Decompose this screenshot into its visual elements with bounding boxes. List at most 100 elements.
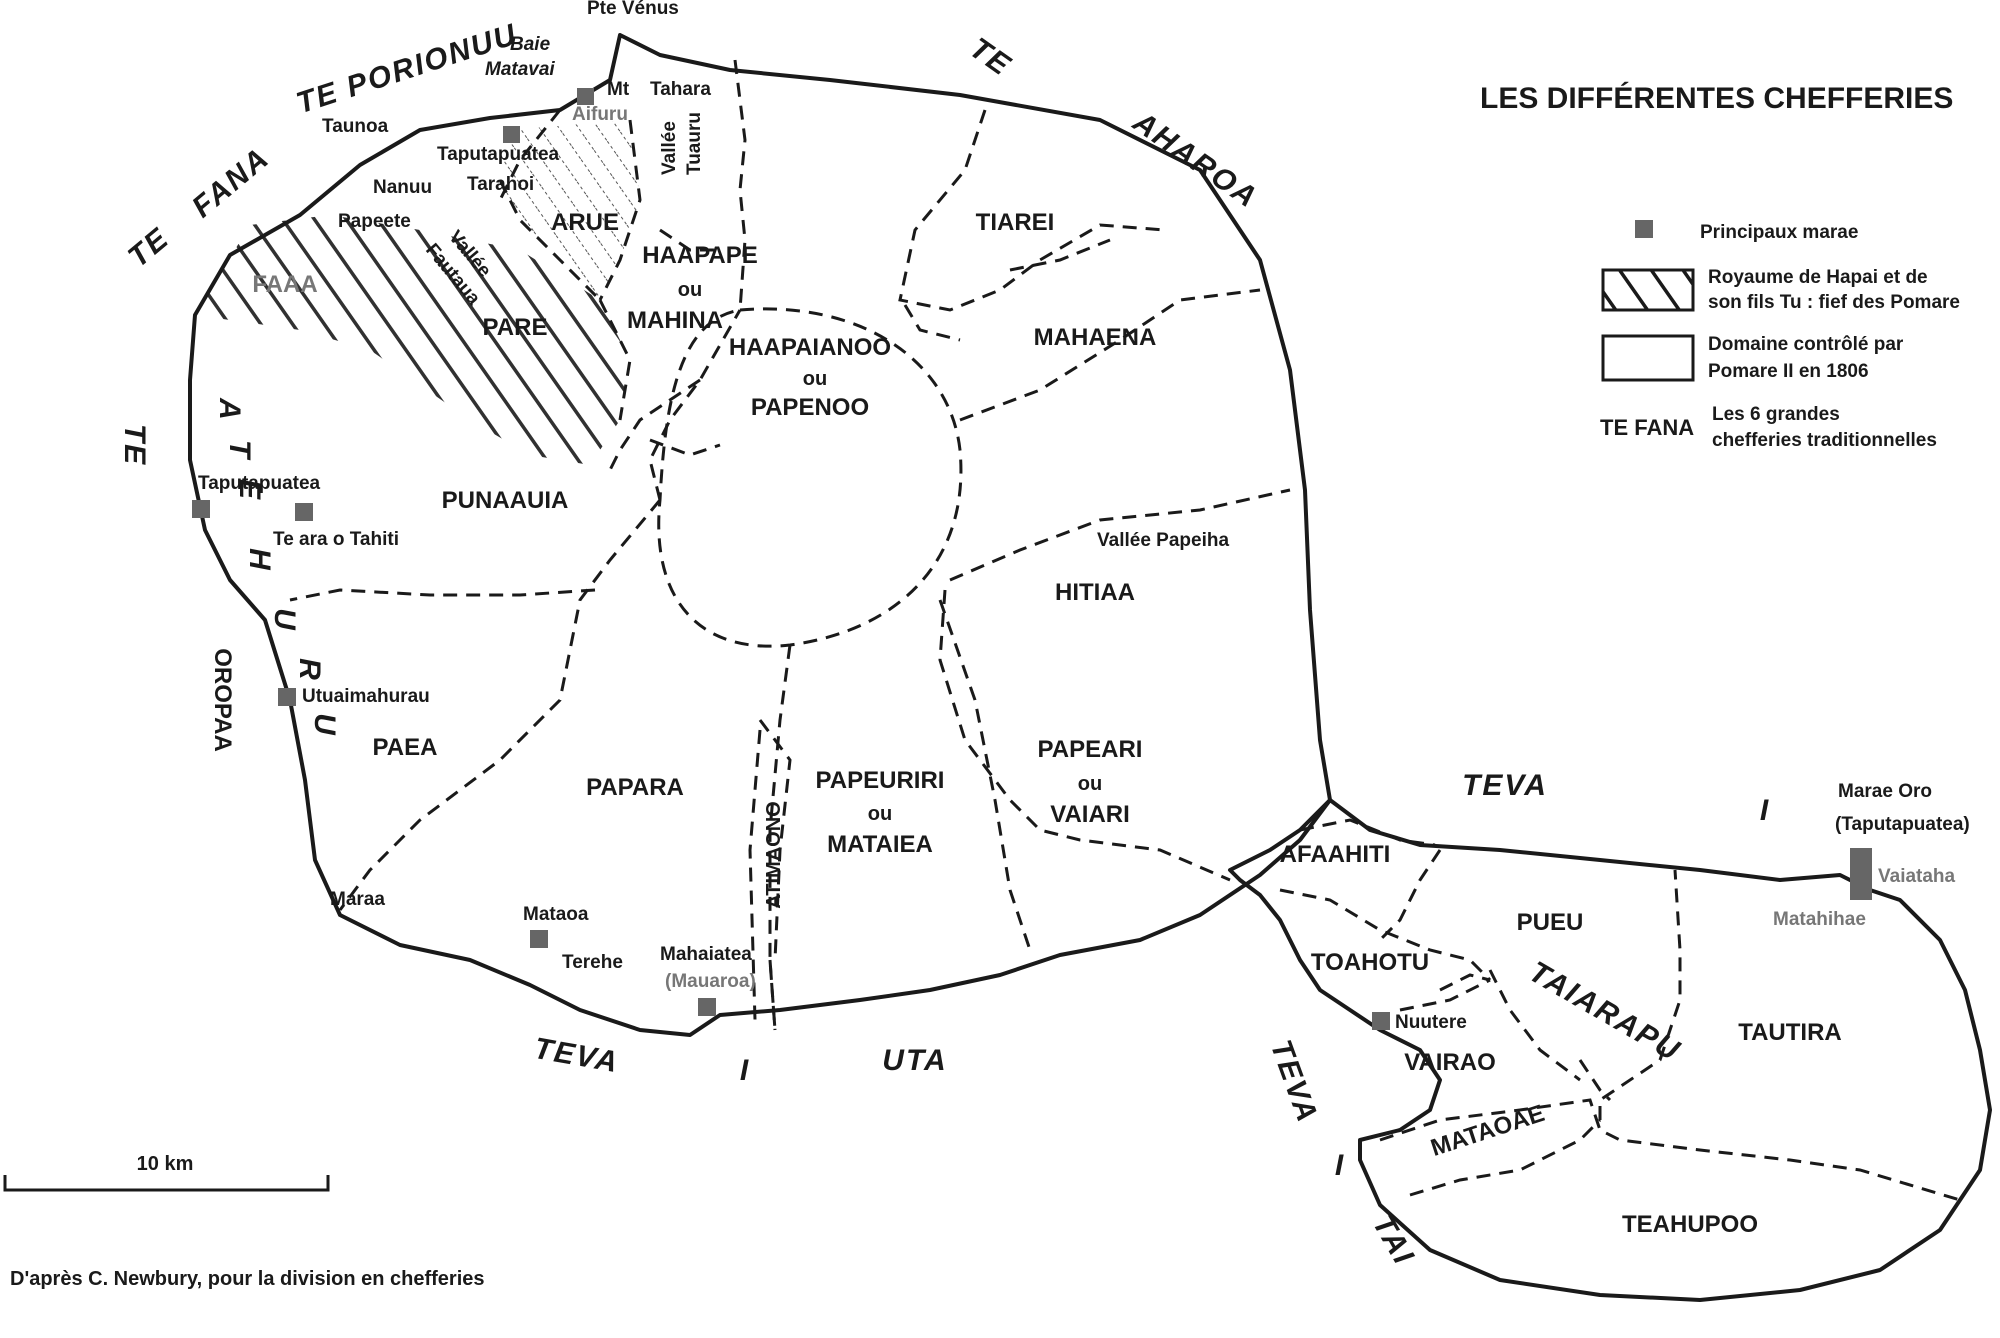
place-nuutere: Nuutere [1395, 1012, 1467, 1033]
district-haapape: HAAPAPE [642, 242, 758, 269]
district-vairao: VAIRAO [1404, 1049, 1496, 1076]
place-taputapuatea-n: Taputapuatea [437, 144, 560, 165]
chef-te-aharoa-te: TE [964, 32, 1018, 83]
atehuru-letter-e: E [233, 479, 266, 501]
atehuru-letter-h: H [243, 548, 276, 572]
district-vaiari: VAIARI [1050, 801, 1130, 828]
legend-outline-line1: Domaine contrôlé par [1708, 334, 1904, 355]
place-vallee-tuauru1: Vallée [659, 121, 680, 175]
place-tarahoi: Tarahoi [467, 174, 534, 195]
district-papenoo-ou: ou [803, 368, 827, 390]
place-terehe: Terehe [562, 952, 623, 973]
place-labels: Pte Vénus Baie Matavai Mt Tahara Taunoa … [198, 0, 1970, 1033]
legend-chef-line1: Les 6 grandes [1712, 404, 1840, 425]
chef-uta: UTA [882, 1044, 947, 1077]
district-punaauia: PUNAAUIA [442, 487, 569, 514]
place-mauaroa: (Mauaroa) [665, 971, 756, 992]
map-title: LES DIFFÉRENTES CHEFFERIES [1480, 81, 1953, 115]
legend-marae-label: Principaux marae [1700, 222, 1858, 243]
marae-marker-te-ara-o-tahiti [295, 503, 313, 521]
district-pare: PARE [483, 314, 548, 341]
marae-marker-mt-tahara [577, 88, 594, 105]
marae-marker-utuaimahurau [278, 688, 296, 706]
district-borders [289, 59, 1291, 1031]
district-afaahiti: AFAAHITI [1280, 841, 1391, 868]
source-note: D'après C. Newbury, pour la division en … [10, 1268, 485, 1290]
hatched-zone-arue [500, 120, 640, 300]
place-pte-venus: Pte Vénus [587, 0, 679, 19]
legend-outline-line2: Pomare II en 1806 [1708, 361, 1869, 382]
district-papeari: PAPEARI [1038, 736, 1143, 763]
chef-tai: TAI [1366, 1209, 1421, 1271]
district-papeuriri: PAPEURIRI [816, 767, 945, 794]
legend-chef-line2: chefferies traditionnelles [1712, 430, 1937, 451]
district-labels: FAAA ARUE PARE HAAPAPE ou MAHINA HAAPAIA… [209, 209, 1842, 1238]
legend: Principaux marae Royaume de Hapai et de … [1600, 220, 1960, 451]
district-toahotu: TOAHOTU [1311, 949, 1429, 976]
place-aifuru: Aifuru [572, 104, 628, 125]
marae-marker-mahaiatea [698, 998, 716, 1016]
place-maraa: Maraa [330, 889, 385, 910]
chef-te-aharoa-aharoa: AHAROA [1126, 105, 1263, 215]
place-tahara: Tahara [650, 79, 711, 100]
district-paea: PAEA [373, 734, 438, 761]
atehuru-letter-a: A [213, 397, 246, 422]
chef-teva-tai: TEVA [1264, 1036, 1324, 1128]
scale-bar: 10 km [3, 1153, 330, 1192]
chef-te-fana-fana: FANA [186, 141, 276, 224]
district-papara: PAPARA [586, 774, 684, 801]
place-vaiataha: Vaiataha [1878, 866, 1956, 887]
district-mataoae: MATAOAE [1428, 1100, 1548, 1162]
hatched-zone-faaa-pare [195, 215, 630, 465]
chef-teva-right-i: I [1760, 794, 1770, 827]
chef-te-atehuru-te: TE [118, 424, 151, 466]
district-tiarei: TIAREI [976, 209, 1055, 236]
atehuru-letter-t: T [223, 440, 256, 461]
place-mataoa: Mataoa [523, 904, 589, 925]
marae-marker-marae-oro [1850, 848, 1872, 900]
coastline-tahiti-nui [188, 33, 1332, 1037]
district-mataiea: MATAIEA [827, 831, 933, 858]
place-papeete: Papeete [338, 211, 411, 232]
legend-hatched-line2: son fils Tu : fief des Pomare [1708, 292, 1960, 313]
district-arue: ARUE [551, 209, 619, 236]
atehuru-letter-u1: U [268, 608, 301, 632]
place-nanuu: Nanuu [373, 177, 432, 198]
chef-teva-tai-i: I [1335, 1149, 1345, 1182]
marae-markers [192, 88, 1872, 1030]
place-marae-oro: Marae Oro [1838, 781, 1932, 802]
district-teahupoo: TEAHUPOO [1622, 1211, 1758, 1238]
district-tautira: TAUTIRA [1738, 1019, 1842, 1046]
place-mahaiatea: Mahaiatea [660, 944, 752, 965]
district-vaiari-ou: ou [1078, 773, 1102, 795]
place-taputapuatea-w: Taputapuatea [198, 473, 321, 494]
legend-hatched-line1: Royaume de Hapai et de [1708, 267, 1928, 288]
peninsula-borders [1279, 818, 1961, 1202]
place-utuaimahurau: Utuaimahurau [302, 686, 430, 707]
chef-teva-right: TEVA [1462, 769, 1548, 802]
district-oropaa: OROPAA [209, 648, 236, 752]
district-atimaono: ATIMAONO [763, 801, 785, 908]
district-mahaena: MAHAENA [1034, 324, 1157, 351]
marae-marker-taputapuatea-w [192, 500, 210, 518]
legend-hatched-swatch [1601, 268, 1695, 312]
legend-marae-swatch [1635, 220, 1653, 238]
marae-marker-mataoa [530, 930, 548, 948]
marae-marker-tarahoi [503, 126, 520, 143]
place-taputapuatea-e: (Taputapuatea) [1835, 814, 1970, 835]
chef-te-fana-te: TE [122, 221, 176, 273]
district-haapape-ou: ou [678, 279, 702, 301]
coastline-tahiti-iti [1228, 798, 1992, 1302]
chef-taiarapu: TAIARAPU [1523, 955, 1686, 1068]
district-hitiaa: HITIAA [1055, 579, 1135, 606]
district-mataiea-ou: ou [868, 803, 892, 825]
marae-marker-nuutere [1372, 1012, 1390, 1030]
district-papenoo: PAPENOO [751, 394, 869, 421]
legend-outline-swatch [1601, 334, 1695, 382]
place-vallee-papeiha: Vallée Papeiha [1097, 530, 1229, 551]
scale-label: 10 km [137, 1153, 194, 1175]
place-baie: Baie [510, 34, 551, 55]
district-haapaianoo: HAAPAIANOO [729, 334, 891, 361]
